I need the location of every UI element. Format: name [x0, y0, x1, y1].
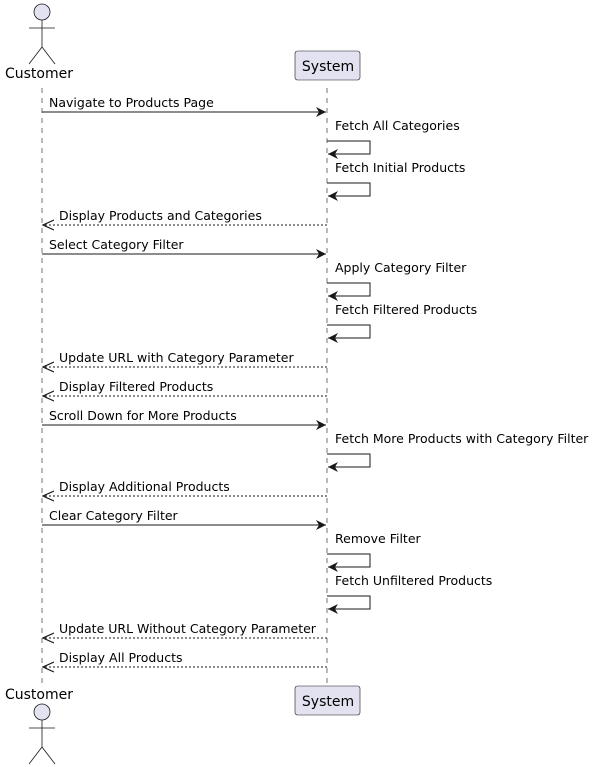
self-message-arrow [327, 324, 371, 343]
message-label: Remove Filter [335, 531, 422, 546]
message-label: Clear Category Filter [49, 508, 179, 523]
self-message-arrow [327, 553, 371, 572]
message-label: Fetch More Products with Category Filter [335, 431, 589, 446]
message-10: Scroll Down for More Products [42, 408, 326, 430]
message-8: Update URL with Category Parameter [43, 350, 327, 367]
message-label: Fetch Filtered Products [335, 302, 477, 317]
message-11: Fetch More Products with Category Filter [327, 431, 589, 472]
message-12: Display Additional Products [43, 479, 327, 496]
actor-leg-right-icon [41, 46, 56, 65]
message-15: Fetch Unfiltered Products [327, 573, 492, 614]
actor-name-top: Customer [5, 66, 73, 82]
message-9: Display Filtered Products [43, 379, 327, 396]
actor-leg-right-icon [41, 746, 56, 765]
message-label: Scroll Down for More Products [49, 408, 237, 423]
actor-leg-left-icon [28, 746, 43, 765]
actor-head-icon [33, 3, 51, 21]
participant-system-bottom[interactable]: System [294, 685, 361, 716]
message-label: Update URL with Category Parameter [59, 350, 294, 365]
message-label: Select Category Filter [49, 237, 184, 252]
participant-system-top[interactable]: System [294, 50, 361, 81]
self-message-arrow [327, 453, 371, 472]
message-label: Fetch Initial Products [335, 160, 465, 175]
message-label: Display Filtered Products [59, 379, 213, 394]
self-message-arrow [327, 182, 371, 201]
message-6: Apply Category Filter [327, 260, 467, 301]
participant-name-top: System [302, 59, 354, 75]
actor-leg-left-icon [28, 46, 43, 65]
message-3: Fetch Initial Products [327, 160, 465, 201]
actor-name-bottom: Customer [5, 687, 73, 703]
message-14: Remove Filter [327, 531, 422, 572]
actor-customer-bottom[interactable]: Customer [5, 687, 73, 765]
message-13: Clear Category Filter [42, 508, 326, 530]
message-label: Fetch Unfiltered Products [335, 573, 492, 588]
message-label: Fetch All Categories [335, 118, 460, 133]
message-label: Navigate to Products Page [49, 95, 214, 110]
message-17: Display All Products [43, 650, 327, 667]
message-1: Navigate to Products Page [42, 95, 326, 117]
message-16: Update URL Without Category Parameter [43, 621, 327, 638]
message-label: Display Additional Products [59, 479, 230, 494]
message-4: Display Products and Categories [43, 208, 327, 225]
participant-box [294, 685, 361, 716]
actor-head-icon [33, 703, 51, 721]
message-5: Select Category Filter [42, 237, 326, 259]
message-label: Display Products and Categories [59, 208, 262, 223]
message-7: Fetch Filtered Products [327, 302, 477, 343]
self-message-arrow [327, 140, 371, 159]
self-message-arrow [327, 282, 371, 301]
participant-name-bottom: System [302, 694, 354, 710]
participant-box [294, 50, 361, 81]
message-label: Display All Products [59, 650, 183, 665]
self-message-arrow [327, 595, 371, 614]
message-label: Apply Category Filter [335, 260, 467, 275]
actor-customer-top[interactable]: Customer [5, 3, 73, 82]
message-2: Fetch All Categories [327, 118, 460, 159]
message-label: Update URL Without Category Parameter [59, 621, 317, 636]
